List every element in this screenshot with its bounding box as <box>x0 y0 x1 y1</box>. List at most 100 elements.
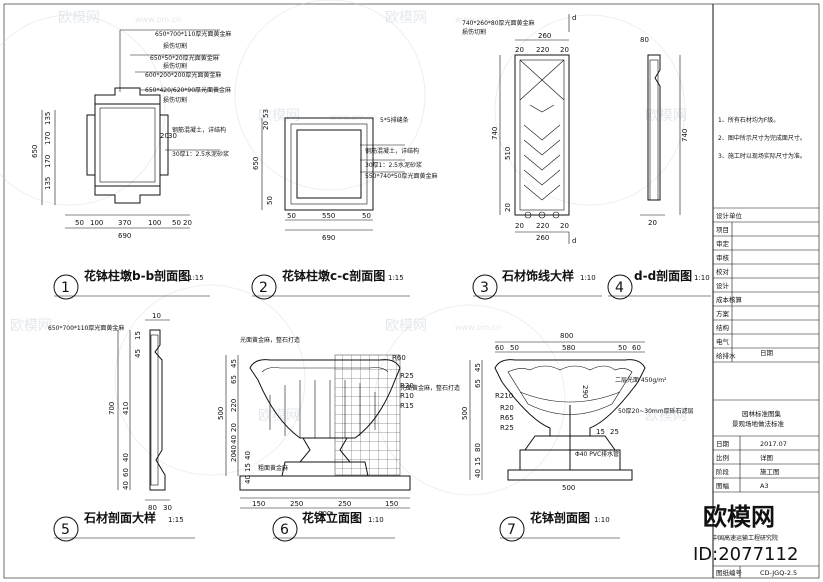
d1-note: 600*200*200厚光面黄金麻 <box>145 71 221 79</box>
tb-general-note: 3、施工时以现场实际尺寸为准。 <box>718 152 806 160</box>
caption-scale: 1:15 <box>188 274 204 282</box>
tb-general-note: 2、图中所示尺寸为完成面尺寸。 <box>718 134 806 142</box>
d1-dim: 170 <box>44 132 52 145</box>
d3-note: 740*260*80厚光面黄金麻 <box>462 19 535 27</box>
tb-drawing-no: CD-JGQ-2.5 <box>760 569 797 577</box>
caption-number: 2 <box>259 280 268 296</box>
d5-dim: 40 <box>122 453 130 462</box>
d1-dim: 20 <box>160 132 169 140</box>
d1-dim: 370 <box>118 219 131 227</box>
d7-dim: R25 <box>500 424 514 432</box>
d7-note: Φ40 PVC排水管 <box>575 450 619 458</box>
d2-dim: 20 <box>262 121 270 130</box>
d1-note: 650*420/620*90厚光面黄金麻 <box>145 86 231 94</box>
d7-dim: R65 <box>500 414 514 422</box>
caption-7: 7 花钵剖面图 1:10 <box>499 510 620 542</box>
watermark-site: www.om.cn <box>70 323 116 332</box>
d7-dim: 15 <box>474 457 482 466</box>
d1-dim: 30 <box>168 132 177 140</box>
tb-info-value: 详图 <box>760 453 773 462</box>
caption-number: 4 <box>615 280 624 296</box>
d2-dim: 690 <box>322 234 335 242</box>
caption-number: 5 <box>61 522 70 538</box>
tb-info-value: A3 <box>760 482 769 490</box>
caption-number: 1 <box>61 280 70 296</box>
d5-dim: 60 <box>122 468 130 477</box>
tb-drawing-name: 景观场地做法标准 <box>732 419 785 428</box>
d3-dim: 20 <box>515 222 524 230</box>
caption-6: 6 花钵立面图 1:10 <box>272 510 395 542</box>
d7-dim: 65 <box>474 379 482 388</box>
d7-dim: R210 <box>495 392 513 400</box>
d6-dim: 150 <box>385 500 398 508</box>
d2-dim: 50 <box>266 196 274 205</box>
d6-dim: 15 <box>244 463 252 472</box>
d1-dim: 650 <box>31 145 39 158</box>
caption-title: 花钵立面图 <box>302 510 362 525</box>
tb-row-label: 设计 <box>716 281 730 290</box>
tb-row-label: 方案 <box>716 309 730 318</box>
d3-dim: 20 <box>560 222 569 230</box>
d3-note: 损伤切割 <box>462 28 486 36</box>
drawing-6-planter-elevation: 光面黄金麻，整石打造 光面黄金麻，整石打造 粗面黄金麻 45 65 220 20… <box>217 336 460 518</box>
d7-dim: 290 <box>581 385 589 398</box>
d5-dim: 30 <box>163 504 172 512</box>
d6-note: 粗面黄金麻 <box>258 464 288 472</box>
d7-dim: 25 <box>610 428 619 436</box>
caption-number: 7 <box>507 522 516 538</box>
tb-info-value: 2017.07 <box>760 440 787 448</box>
d2-dim: 53 <box>262 109 270 118</box>
d5-dim: 45 <box>134 349 142 358</box>
drawing-2-cc-section: 5*5排缝条 钢筋混凝土，详结构 30厚1：2.5水泥砂浆 550*740*50… <box>252 109 438 242</box>
caption-title: 石材饰线大样 <box>501 268 574 283</box>
tb-row-label: 校对 <box>716 267 730 276</box>
watermark-brand: 欧模网 <box>645 408 687 424</box>
d7-dim: 15 <box>596 428 605 436</box>
caption-title: d-d剖面图 <box>634 268 692 283</box>
d6-dim: 800 <box>318 510 331 518</box>
d3-dim: 20 <box>515 46 524 54</box>
tb-sub: 中国高速运输工程研究院 <box>712 534 778 542</box>
watermark-site: www.om.cn <box>135 15 181 24</box>
tb-drawing-no-label: 图纸编号 <box>716 568 743 577</box>
d5-dim: 10 <box>152 312 161 320</box>
drawing-7-planter-section: 二层光面 450g/m² 50厚20~30mm厚砾石滤层 Φ40 PVC排水管 … <box>461 332 694 492</box>
caption-1: 1 花钵柱墩b-b剖面图 1:15 <box>53 268 210 300</box>
d3-dim: 20 <box>560 46 569 54</box>
d7-dim: 80 <box>474 443 482 452</box>
d2-note: 550*740*50厚光面黄金麻 <box>365 172 438 180</box>
tb-stamp: 日期 <box>760 349 774 357</box>
caption-scale: 1:10 <box>694 274 710 282</box>
d3-dim: 220 <box>536 222 549 230</box>
drawing-3-stone-trim-detail: 740*260*80厚光面黄金麻 损伤切割 d d 260 20 220 20 … <box>462 14 576 245</box>
d2-dim: 50 <box>362 212 371 220</box>
d6-dim: R25 <box>400 372 414 380</box>
d1-dim: 170 <box>44 155 52 168</box>
d6-dim: 40 <box>230 435 238 444</box>
drawing-5-stone-section-detail: 650*700*110厚光面黄金麻 10 15 45 700 410 40 60… <box>48 312 172 512</box>
d3-dim: 260 <box>536 234 549 242</box>
d6-dim: R10 <box>400 392 414 400</box>
d7-dim: 500 <box>461 407 469 420</box>
d6-dim: 250 <box>290 500 303 508</box>
d6-dim: R15 <box>400 402 414 410</box>
tb-row-label: 结构 <box>716 323 730 332</box>
d1-note: 损伤切割 <box>163 42 187 50</box>
caption-number: 3 <box>480 280 489 296</box>
drawing-4-dd-section: 80 740 20 <box>640 36 689 227</box>
d5-dim: 410 <box>122 402 130 415</box>
d3-dim: 510 <box>504 147 512 160</box>
d6-dim: 150 <box>252 500 265 508</box>
tb-row-label: 项目 <box>716 226 729 234</box>
caption-title: 花钵柱墩b-b剖面图 <box>84 268 190 283</box>
d3-dim: 740 <box>491 127 499 140</box>
d5-note: 650*700*110厚光面黄金麻 <box>48 324 124 332</box>
d1-note: 钢筋混凝土，详结构 <box>172 126 226 134</box>
brand-watermark: 欧模网 ID:2077112 <box>693 503 798 565</box>
d1-dim: 135 <box>44 112 52 125</box>
d7-dim: 50 <box>618 344 627 352</box>
d5-dim: 15 <box>134 331 142 340</box>
d3-dim: 220 <box>536 46 549 54</box>
tb-row-label: 电气 <box>716 337 730 346</box>
d7-dim: R20 <box>500 404 514 412</box>
